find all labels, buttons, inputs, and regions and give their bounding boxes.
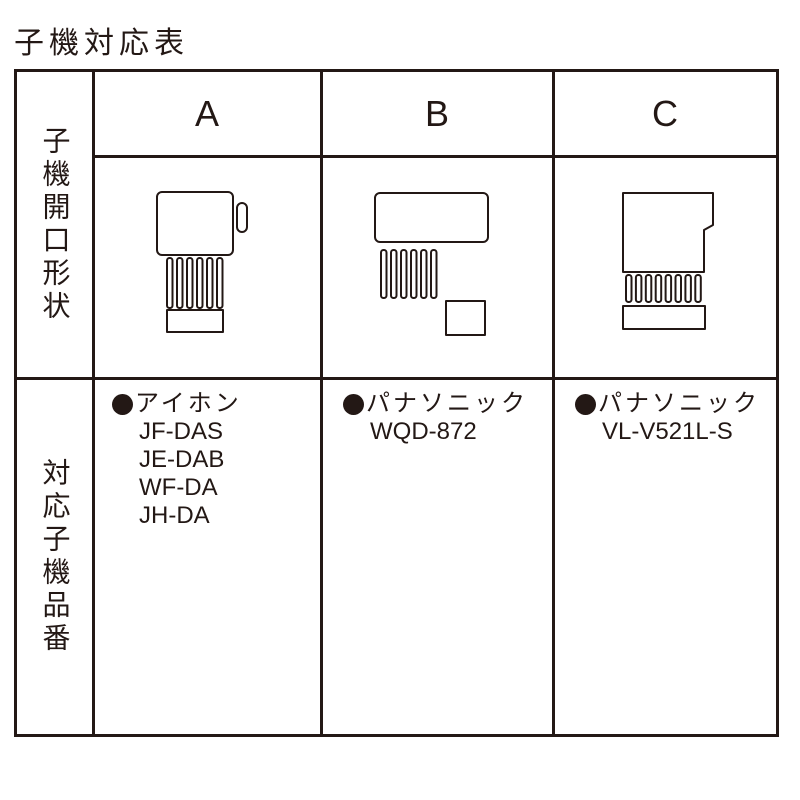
- grille-slot: [166, 257, 174, 309]
- brand-label: アイホン: [135, 390, 242, 417]
- table-header-divider: [92, 155, 776, 158]
- brand-line: パナソニック: [575, 390, 776, 418]
- model-number: VL-V521L-S: [602, 418, 733, 445]
- grille-slot: [644, 274, 653, 303]
- camera-panel-shape: [374, 192, 489, 243]
- notched-panel-shape: [622, 192, 714, 273]
- grille-slot: [410, 249, 418, 299]
- doorphone-opening-b-icon: [374, 192, 489, 336]
- model-number: JF-DAS: [139, 418, 223, 445]
- side-slot-shape: [236, 202, 248, 233]
- model-number: JE-DAB: [139, 446, 225, 473]
- table-vertical-divider-3: [552, 72, 555, 734]
- grille-slot: [186, 257, 194, 309]
- grille-slot: [216, 257, 224, 309]
- models-cell-b: パナソニック WQD-872: [322, 379, 552, 734]
- grille-slot: [420, 249, 428, 299]
- column-header-b: B: [424, 92, 449, 134]
- doorphone-opening-a-icon: [156, 191, 248, 333]
- bottom-plate-shape: [622, 305, 706, 330]
- brand-line: アイホン: [112, 390, 320, 418]
- row-header-compatible-models: 対応子機品番: [39, 457, 71, 656]
- grille-slot: [694, 274, 702, 303]
- grille-slot: [654, 274, 663, 303]
- table-vertical-divider-2: [320, 72, 323, 734]
- grille-slot: [400, 249, 408, 299]
- bottom-plate-shape: [166, 309, 224, 333]
- models-cell-a: アイホン JF-DAS JE-DAB WF-DA JH-DA: [94, 379, 320, 734]
- row-header-opening-shape: 子機開口形状: [39, 125, 71, 324]
- button-square-shape: [445, 300, 486, 336]
- grille-slot: [674, 274, 682, 303]
- table-vertical-divider-1: [92, 72, 95, 734]
- bullet-icon: [112, 393, 133, 415]
- grille-slot: [625, 274, 633, 303]
- table-row-divider: [17, 377, 776, 380]
- grille-slot: [390, 249, 398, 299]
- compatibility-table: 子機開口形状 対応子機品番 A B C: [14, 69, 779, 737]
- column-header-c: C: [652, 92, 678, 134]
- grille-slot: [206, 257, 214, 309]
- grille-slot: [664, 274, 673, 303]
- doorphone-opening-c-icon: [622, 192, 714, 330]
- grille-slot: [196, 257, 204, 309]
- model-number: WQD-872: [370, 418, 477, 445]
- grille-slot: [634, 274, 643, 303]
- column-header-a: A: [194, 92, 219, 134]
- bullet-icon: [343, 393, 364, 415]
- camera-panel-shape: [156, 191, 234, 256]
- model-number: WF-DA: [139, 474, 218, 501]
- brand-line: パナソニック: [343, 390, 552, 418]
- grille-slot: [684, 274, 692, 303]
- brand-label: パナソニック: [598, 390, 760, 417]
- model-list: JF-DAS JE-DAB WF-DA JH-DA: [139, 418, 320, 530]
- model-list: WQD-872: [370, 418, 552, 446]
- brand-label: パナソニック: [366, 390, 528, 417]
- page-title: 子機対応表: [14, 27, 189, 60]
- model-number: JH-DA: [139, 502, 210, 529]
- model-list: VL-V521L-S: [602, 418, 776, 446]
- models-cell-c: パナソニック VL-V521L-S: [554, 379, 776, 734]
- grille-slot: [176, 257, 184, 309]
- grille-slot: [380, 249, 388, 299]
- bullet-icon: [575, 393, 596, 415]
- grille-slot: [430, 249, 438, 299]
